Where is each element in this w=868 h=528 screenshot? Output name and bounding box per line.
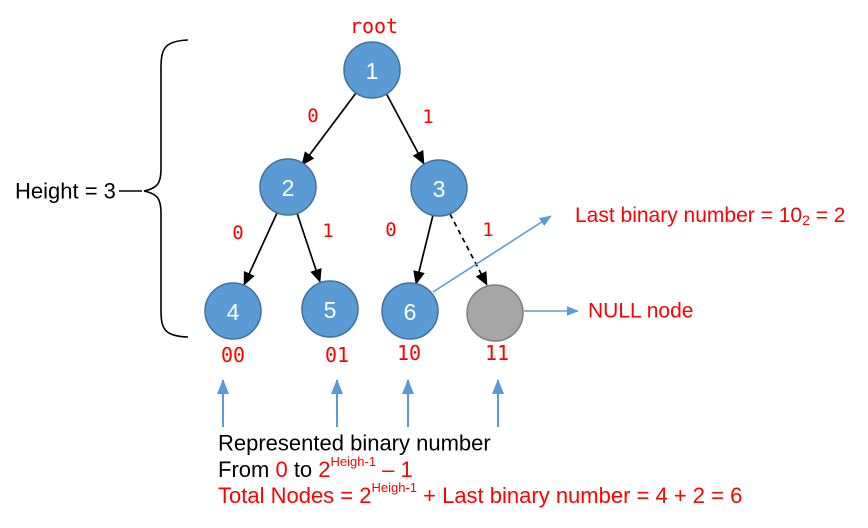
tree-node-3: 3 [410, 159, 468, 217]
tree-node-1-label: 1 [366, 58, 379, 84]
last-binary-arrow [432, 215, 552, 293]
edge-label-2-left: 0 [232, 222, 243, 244]
edge-2-to-4 [243, 212, 278, 286]
bottom-line-3: Total Nodes = 2Heigh-1 + Last binary num… [218, 480, 742, 508]
binary-label-00: 00 [221, 343, 245, 367]
edge-label-3-left: 0 [385, 219, 396, 241]
tree-node-3-label: 3 [433, 176, 446, 202]
root-caption: root [350, 14, 398, 38]
height-brace [143, 39, 189, 338]
edge-root-to-3 [385, 92, 425, 165]
edge-label-root-right: 1 [422, 106, 433, 128]
binary-label-01: 01 [325, 343, 349, 367]
tree-node-5: 5 [301, 280, 359, 338]
edge-label-root-left: 0 [307, 105, 318, 127]
tree-node-5-label: 5 [324, 297, 337, 323]
tree-node-4-label: 4 [227, 299, 240, 325]
edge-3-to-6 [413, 214, 434, 285]
last-binary-annotation: Last binary number = 102 = 2 [575, 204, 845, 229]
tree-node-1: 1 [343, 41, 401, 99]
bottom-line-2: From 0 to 2Heigh-1 – 1 [218, 454, 413, 482]
tree-node-6: 6 [381, 282, 439, 340]
tree-node-2: 2 [259, 158, 317, 216]
tree-node-4: 4 [204, 282, 262, 340]
null-node-annotation: NULL node [588, 300, 693, 323]
height-label: Height = 3 [15, 179, 116, 204]
edge-label-3-right: 1 [482, 219, 493, 241]
edge-2-to-5 [296, 212, 322, 283]
tree-node-6-label: 6 [404, 299, 417, 325]
tree-node-2-label: 2 [282, 175, 295, 201]
binary-label-11: 11 [485, 341, 509, 365]
tree-node-null [466, 284, 524, 342]
edge-label-2-right: 1 [322, 220, 333, 242]
binary-label-10: 10 [397, 341, 421, 365]
bottom-line-1: Represented binary number [218, 431, 491, 456]
edge-3-to-null-dashed [449, 213, 488, 286]
edge-root-to-2 [301, 92, 357, 166]
